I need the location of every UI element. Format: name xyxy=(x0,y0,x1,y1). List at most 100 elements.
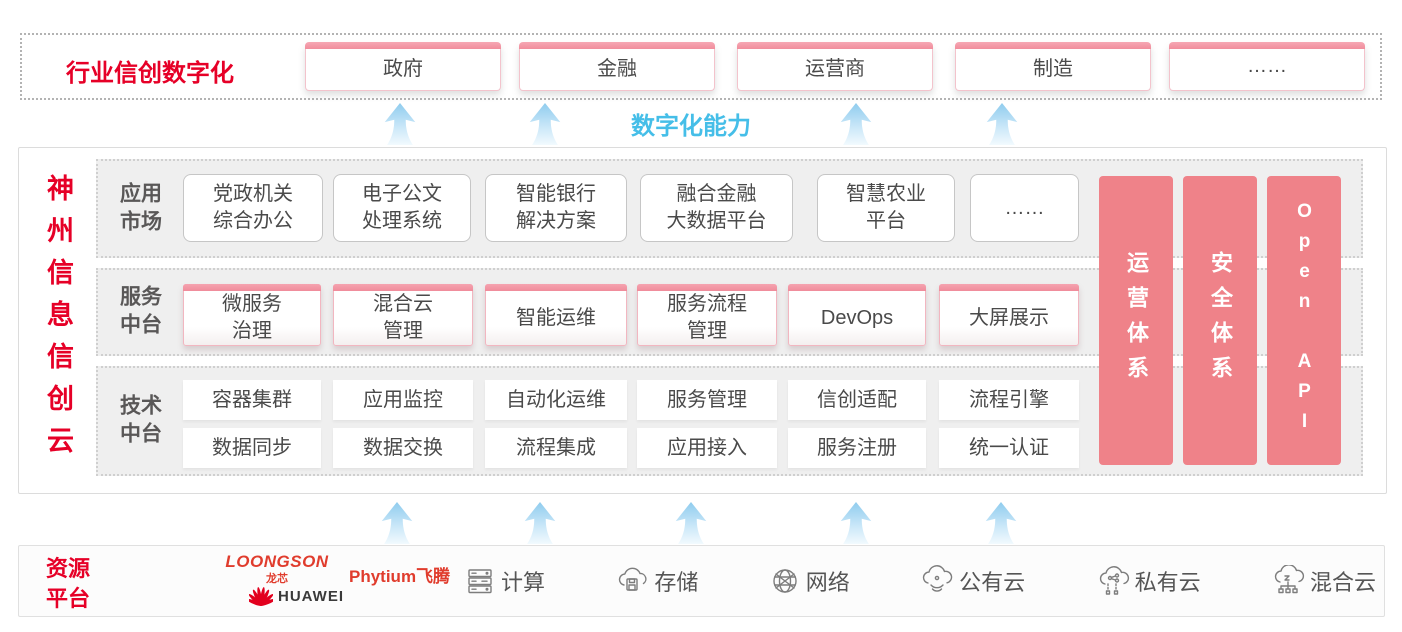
service-box: 混合云管理 xyxy=(333,284,473,346)
app-market-label: 应用 市场 xyxy=(112,180,170,237)
huawei-flower-icon xyxy=(249,587,273,606)
service-box-label: 服务流程 xyxy=(667,293,747,315)
band-label-line: 中台 xyxy=(120,423,162,446)
resource-item-label: 私有云 xyxy=(1134,570,1201,595)
tech-box: 统一认证 xyxy=(939,428,1079,468)
resource-item-public-cloud: 公有云 xyxy=(920,565,1025,597)
service-box-label: 混合云 xyxy=(373,293,433,315)
service-box-label: 治理 xyxy=(232,320,272,342)
industry-banner-title: 行业信创数字化 xyxy=(66,60,234,87)
tech-box: 服务注册 xyxy=(788,428,926,468)
service-platform-label: 服务 中台 xyxy=(112,284,170,341)
app-box-label: 解决方案 xyxy=(516,210,596,232)
tech-box-label: 应用监控 xyxy=(363,388,443,411)
tech-box: 容器集群 xyxy=(183,380,321,420)
huawei-logo: HUAWEI xyxy=(249,586,344,606)
industry-pill-label: …… xyxy=(1247,55,1287,77)
cloud-platform-panel: 神州信息信创云 应用 市场 党政机关综合办公 电子公文处理系统 智能银行解决方案… xyxy=(18,147,1387,494)
band-label-line: 服务 xyxy=(120,285,162,309)
up-arrow-icon xyxy=(840,502,872,544)
up-arrow-icon xyxy=(524,502,556,544)
industry-pill-manufacturing: 制造 xyxy=(955,42,1151,91)
tech-box: 信创适配 xyxy=(788,380,926,420)
phytium-logo-text: Phytium飞腾 xyxy=(349,567,451,586)
service-box: 大屏展示 xyxy=(939,284,1079,346)
industry-banner: 行业信创数字化 政府 金融 运营商 制造 …… xyxy=(20,33,1382,100)
app-box-label: 处理系统 xyxy=(362,210,442,232)
industry-pill-label: 金融 xyxy=(597,58,637,80)
tech-box-label: 信创适配 xyxy=(817,388,897,411)
tech-box-label: 流程集成 xyxy=(516,436,596,459)
tech-platform-band: 技术 中台 容器集群 应用监控 自动化运维 服务管理 信创适配 流程引擎 数据同… xyxy=(96,366,1363,476)
tech-box-label: 应用接入 xyxy=(667,436,747,459)
industry-pill-operator: 运营商 xyxy=(737,42,933,91)
loongson-logo-cn-text: 龙芯 xyxy=(266,573,288,585)
app-box-label: 融合金融 xyxy=(676,183,757,205)
pillar-label: Open API xyxy=(1294,200,1315,441)
app-box-label: 电子公文 xyxy=(362,183,442,205)
service-box: 服务流程管理 xyxy=(637,284,777,346)
app-box-label: 大数据平台 xyxy=(666,210,767,232)
band-label-line: 中台 xyxy=(120,314,162,337)
service-box: 智能运维 xyxy=(485,284,627,346)
resource-item-hybrid-cloud: 混合云 xyxy=(1271,565,1376,597)
private-cloud-icon xyxy=(1099,566,1129,595)
pillar-open-api: Open API xyxy=(1267,176,1341,465)
tech-box: 流程集成 xyxy=(485,428,627,468)
industry-pill-finance: 金融 xyxy=(519,42,715,91)
tech-box: 数据同步 xyxy=(183,428,321,468)
tech-box-label: 服务管理 xyxy=(667,388,747,411)
industry-pill-label: 运营商 xyxy=(805,58,865,80)
app-box: 智慧农业平台 xyxy=(817,174,955,242)
industry-pill-label: 制造 xyxy=(1033,58,1073,80)
tech-box-label: 流程引擎 xyxy=(969,388,1049,411)
service-box-label: 管理 xyxy=(687,320,727,342)
app-box-label: …… xyxy=(1004,196,1045,219)
resource-item-label: 网络 xyxy=(805,570,850,595)
tech-box-label: 数据交换 xyxy=(363,436,443,459)
pillar-security-system: 安全体系 xyxy=(1183,176,1257,465)
band-label-line: 应用 xyxy=(120,182,162,206)
up-arrow-icon xyxy=(529,103,561,145)
resource-item-label: 计算 xyxy=(501,570,546,595)
tech-box: 应用监控 xyxy=(333,380,473,420)
app-box: 党政机关综合办公 xyxy=(183,174,323,242)
band-label-line: 市场 xyxy=(120,210,162,234)
app-box: …… xyxy=(970,174,1079,242)
resource-item-label: 混合云 xyxy=(1309,570,1376,595)
app-box-label: 智慧农业 xyxy=(846,183,926,205)
tech-box: 数据交换 xyxy=(333,428,473,468)
pillar-label: 安全体系 xyxy=(1208,250,1233,391)
resource-items: 计算 存储 xyxy=(464,546,1376,616)
phytium-logo: Phytium飞腾 xyxy=(349,562,450,587)
industry-pill-label: 政府 xyxy=(383,58,423,80)
pillar-operation-system: 运营体系 xyxy=(1099,176,1173,465)
resource-item-private-cloud: 私有云 xyxy=(1096,565,1201,597)
resource-item-label: 存储 xyxy=(654,570,699,595)
industry-pill-more: …… xyxy=(1169,42,1365,91)
tech-box: 应用接入 xyxy=(637,428,777,468)
capability-label: 数字化能力 xyxy=(631,113,751,140)
resource-platform-panel: 资源 平台 LOONGSON 龙芯 Phytium飞腾 HUA xyxy=(18,545,1385,617)
huawei-logo-text: HUAWEI xyxy=(278,587,344,605)
service-box: 微服务治理 xyxy=(183,284,321,346)
resource-item-network: 网络 xyxy=(769,565,850,597)
platform-vertical-title: 神州信息信创云 xyxy=(43,174,73,468)
resource-title-line: 平台 xyxy=(46,585,91,611)
resource-item-storage: 存储 xyxy=(615,565,698,597)
tech-platform-label: 技术 中台 xyxy=(112,393,170,450)
up-arrow-icon xyxy=(840,103,872,145)
tech-box-label: 服务注册 xyxy=(817,436,897,459)
up-arrow-icon xyxy=(384,103,416,145)
up-arrow-icon xyxy=(381,502,413,544)
app-box-label: 平台 xyxy=(866,210,906,232)
storage-cloud-icon xyxy=(619,567,647,591)
tech-box: 自动化运维 xyxy=(485,380,627,420)
tech-box-label: 自动化运维 xyxy=(506,388,606,411)
service-box-label: DevOps xyxy=(820,306,894,329)
app-box-label: 智能银行 xyxy=(516,183,596,205)
industry-pill-government: 政府 xyxy=(305,42,501,91)
app-box: 电子公文处理系统 xyxy=(333,174,471,242)
up-arrow-icon xyxy=(985,502,1017,544)
